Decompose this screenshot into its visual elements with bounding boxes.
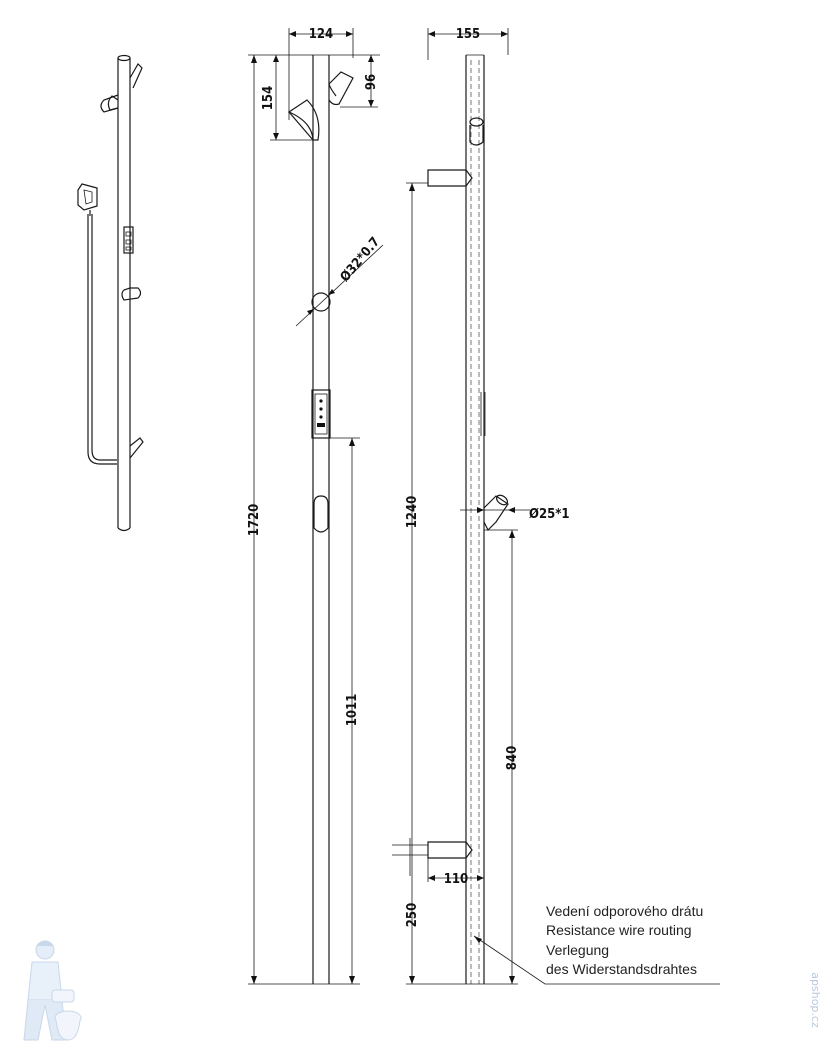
dim-96: 96 (364, 74, 379, 90)
dim-154: 154 (261, 86, 276, 110)
side-view (392, 28, 720, 985)
front-view (248, 28, 384, 985)
dim-tube-diameter: Ø32*0.7 (338, 235, 384, 285)
dim-155: 155 (456, 27, 480, 42)
note-line-de1: Verlegung (546, 942, 609, 958)
note-line-en: Resistance wire routing (546, 922, 692, 938)
dim-1240: 1240 (405, 496, 420, 529)
perspective-view (77, 54, 144, 532)
note-line-de2: des Widerstandsdrahtes (546, 961, 697, 977)
dim-110: 110 (444, 872, 468, 887)
dim-250: 250 (405, 903, 420, 927)
dim-840: 840 (505, 746, 520, 770)
dim-1011: 1011 (345, 694, 360, 727)
dim-small-diameter: Ø25*1 (529, 507, 569, 522)
dim-124: 124 (309, 27, 333, 42)
note-line-cs: Vedení odporového drátu (546, 903, 703, 919)
watermark-text: apshop.cz (809, 972, 822, 1028)
dim-1720: 1720 (247, 504, 262, 537)
plumber-mascot-logo (23, 940, 82, 1041)
